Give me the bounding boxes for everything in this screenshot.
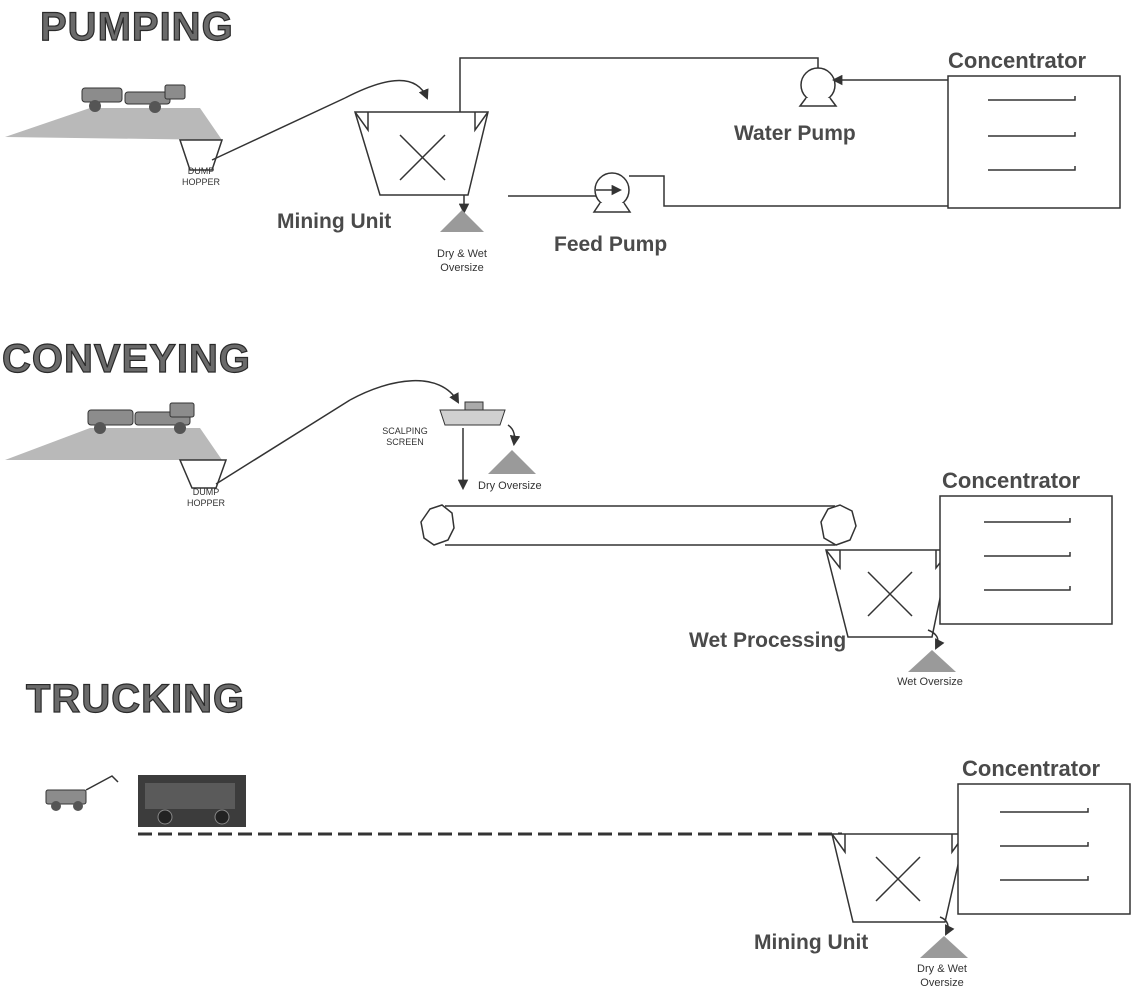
pumping-feed-line xyxy=(212,98,345,160)
conveyor-belt xyxy=(421,505,856,545)
conveying-feed-arrow xyxy=(350,381,458,402)
svg-text:HOPPER: HOPPER xyxy=(182,177,221,187)
feed-pump-label: Feed Pump xyxy=(554,233,667,256)
pumping-dump-hopper: DUMP HOPPER xyxy=(180,140,222,187)
scalping-screen-label: SCALPING xyxy=(382,426,428,436)
pumping-mining-unit xyxy=(355,112,488,195)
conveying-feed-line xyxy=(216,400,350,484)
trucking-oversize-pile xyxy=(920,936,968,958)
pumping-concentrator-feed-line xyxy=(629,176,948,206)
svg-text:DUMP: DUMP xyxy=(188,166,215,176)
conveying-dump-hopper: DUMP HOPPER xyxy=(180,460,226,508)
water-pump-label: Water Pump xyxy=(734,122,856,145)
svg-text:DUMP: DUMP xyxy=(193,487,220,497)
trucking-concentrator-label: Concentrator xyxy=(962,756,1101,781)
pumping-mining-unit-label: Mining Unit xyxy=(277,210,391,233)
wet-oversize-pile xyxy=(908,650,956,672)
pumping-stockpile xyxy=(5,85,222,140)
conveying-stockpile xyxy=(5,403,222,460)
conveying-title: CONVEYING xyxy=(2,337,251,381)
pumping-oversize-pile xyxy=(440,210,484,232)
trucking-section: TRUCKING Mining Unit Dry & Wet Oversize … xyxy=(26,677,1130,989)
wet-processing-label: Wet Processing xyxy=(689,629,846,652)
pumping-concentrator-label: Concentrator xyxy=(948,48,1087,73)
wet-processing-unit xyxy=(826,550,950,637)
dry-oversize-label: Dry Oversize xyxy=(478,480,542,492)
conveying-concentrator xyxy=(940,496,1112,624)
pumping-concentrator xyxy=(948,76,1120,208)
wet-oversize-label: Wet Oversize xyxy=(897,676,963,688)
pumping-feed-pump-icon xyxy=(594,173,630,212)
trucking-concentrator xyxy=(958,784,1130,914)
dry-oversize-pile xyxy=(488,450,536,474)
conveying-section: CONVEYING DUMP HOPPER SCALPING SCREEN xyxy=(2,337,1112,688)
trucking-title: TRUCKING xyxy=(26,677,245,721)
pumping-title: PUMPING xyxy=(40,5,234,49)
conveying-concentrator-label: Concentrator xyxy=(942,468,1081,493)
svg-text:SCREEN: SCREEN xyxy=(386,437,424,447)
trucking-mining-unit-label: Mining Unit xyxy=(754,931,868,954)
pumping-water-line xyxy=(460,58,818,112)
haul-truck-photo xyxy=(138,775,246,827)
pumping-section: PUMPING DUMP HOPPER xyxy=(5,5,1120,274)
svg-text:Oversize: Oversize xyxy=(440,262,483,274)
pumping-water-pump-icon xyxy=(800,68,836,106)
trucking-mining-unit xyxy=(832,834,965,922)
pumping-feed-arrow xyxy=(345,81,427,98)
svg-text:Dry & Wet: Dry & Wet xyxy=(917,963,967,975)
svg-text:Dry & Wet: Dry & Wet xyxy=(437,248,487,260)
scalping-screen-icon xyxy=(440,402,505,425)
loader-icon xyxy=(46,776,118,811)
svg-text:Oversize: Oversize xyxy=(920,977,963,989)
svg-text:HOPPER: HOPPER xyxy=(187,498,226,508)
